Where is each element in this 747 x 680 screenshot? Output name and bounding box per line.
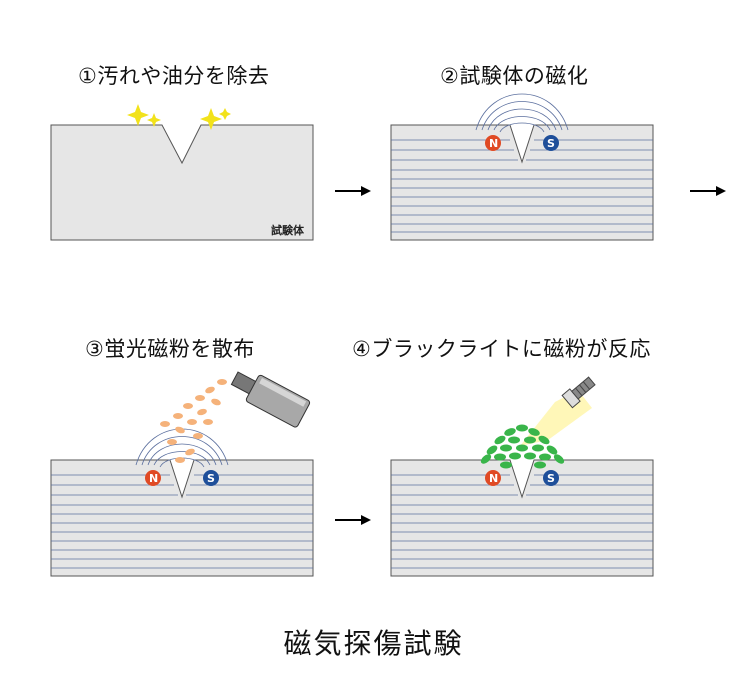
flashlight-icon bbox=[561, 376, 596, 409]
pole-s: S bbox=[203, 470, 219, 486]
step4-panel: N S bbox=[380, 360, 670, 590]
specimen-block bbox=[390, 459, 654, 577]
svg-text:S: S bbox=[547, 472, 555, 485]
arrow-right-icon bbox=[335, 183, 373, 199]
pole-n: N bbox=[485, 470, 501, 486]
step1-title: ①汚れや油分を除去 bbox=[78, 64, 270, 88]
step3-panel: N S bbox=[40, 360, 330, 590]
svg-text:S: S bbox=[547, 137, 555, 150]
specimen-block bbox=[50, 459, 314, 577]
svg-text:S: S bbox=[207, 472, 215, 485]
svg-text:N: N bbox=[489, 137, 498, 150]
pole-s: S bbox=[543, 470, 559, 486]
step3-title: ③蛍光磁粉を散布 bbox=[85, 337, 255, 361]
specimen-block bbox=[50, 124, 314, 241]
step2-panel: N S bbox=[380, 80, 670, 250]
glowing-powder bbox=[480, 424, 565, 469]
magnetic-field-lines bbox=[51, 428, 313, 569]
svg-text:N: N bbox=[149, 472, 158, 485]
diagram-caption: 磁気探傷試験 bbox=[283, 627, 464, 660]
specimen-label: 試験体 bbox=[271, 223, 305, 237]
pole-s: S bbox=[543, 135, 559, 151]
magnetic-field-lines bbox=[391, 93, 653, 233]
step2-title: ②試験体の磁化 bbox=[440, 64, 589, 88]
fluorescent-powder-spray bbox=[160, 379, 227, 463]
magnetic-field-lines bbox=[391, 474, 653, 569]
specimen-block bbox=[390, 124, 654, 241]
spray-can-icon bbox=[230, 371, 311, 428]
step4-title: ④ブラックライトに磁粉が反応 bbox=[352, 337, 651, 361]
arrow-right-icon bbox=[690, 183, 728, 199]
step1-panel: 試験体 bbox=[40, 100, 330, 250]
pole-n: N bbox=[485, 135, 501, 151]
sparkle-icon bbox=[127, 104, 231, 130]
svg-text:N: N bbox=[489, 472, 498, 485]
arrow-right-icon bbox=[335, 512, 373, 528]
pole-n: N bbox=[145, 470, 161, 486]
